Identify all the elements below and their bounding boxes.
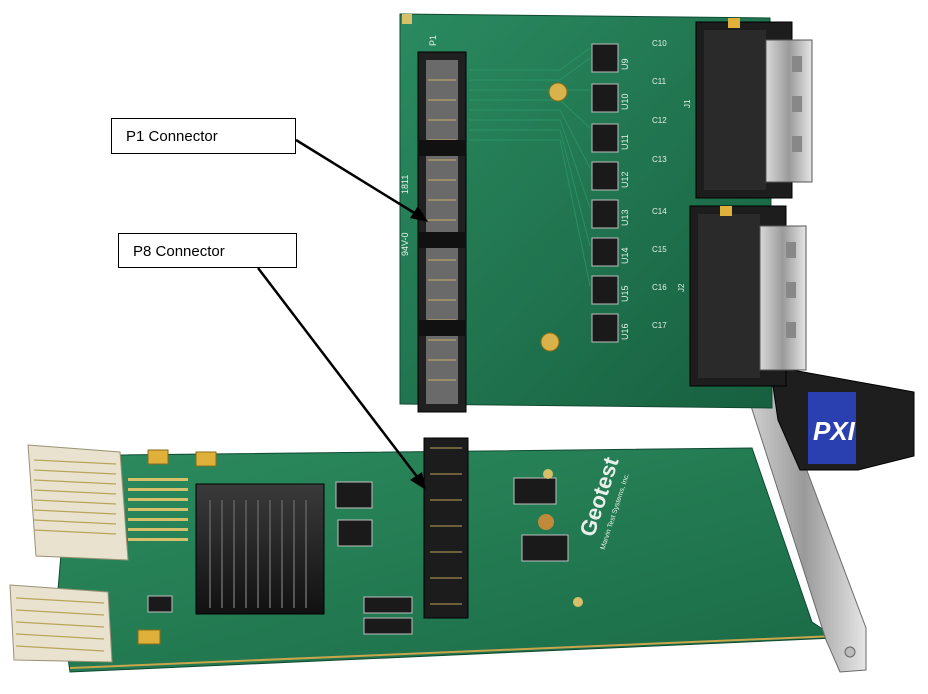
chip-u13: U13 C14 <box>591 199 667 229</box>
j2-label: J2 <box>677 283 686 292</box>
ic-chip <box>147 595 173 613</box>
chip-label: U12 <box>620 171 630 188</box>
mark-box <box>402 14 412 24</box>
chip-label: U13 <box>620 209 630 226</box>
j1-connector: J1 <box>683 18 813 199</box>
j2-connector: J2 <box>677 205 807 387</box>
p1-connector-callout: P1 Connector <box>111 118 296 154</box>
p8-connector-callout: P8 Connector <box>118 233 297 268</box>
chip-u12: U12 C13 <box>591 155 667 191</box>
cap-label: C13 <box>652 155 667 164</box>
ic-chip <box>335 481 373 509</box>
pxi-ejector-handle: PXI <box>769 365 915 471</box>
pxi-label: PXI <box>813 416 856 446</box>
ul-mark: 94V-0 <box>400 232 410 256</box>
chip-u11: U11 C12 <box>591 116 667 153</box>
cap-label: C15 <box>652 245 667 254</box>
mounting-hole <box>543 469 553 479</box>
cap-label: C11 <box>652 77 667 86</box>
cap-label: C10 <box>652 39 667 48</box>
chip-label: U14 <box>620 247 630 264</box>
backplane-connector-lower <box>9 584 113 663</box>
chip-label: U10 <box>620 93 630 110</box>
chip-u14: U14 C15 <box>591 237 667 267</box>
p1-connector <box>417 51 467 413</box>
mezzanine-board: P1 94V-0 1811 <box>399 13 813 413</box>
chip-u9: U9 C10 <box>591 39 667 73</box>
mounting-hole <box>573 597 583 607</box>
mounting-hole <box>538 514 554 530</box>
mounting-hole <box>548 82 568 102</box>
callout-arrow-p8 <box>257 267 426 490</box>
tantalum-cap <box>195 451 217 467</box>
tantalum-cap <box>147 449 169 465</box>
j1-label: J1 <box>683 99 692 108</box>
chip-u10: U10 C11 <box>591 77 667 113</box>
p1-callout-text: P1 Connector <box>126 128 218 145</box>
ic-chip <box>513 477 557 505</box>
ic-chip <box>337 519 373 547</box>
p8-connector <box>423 437 469 619</box>
tantalum-cap <box>137 629 161 645</box>
p1-silk-label: P1 <box>428 35 438 46</box>
smd-pad-array <box>128 478 188 541</box>
p8-callout-text: P8 Connector <box>133 243 225 260</box>
callout-arrow-p1 <box>295 138 428 222</box>
chip-u15: U15 C16 <box>591 275 667 305</box>
cap-label: C16 <box>652 283 667 292</box>
cap-label: C12 <box>652 116 667 125</box>
heatsink <box>195 483 325 615</box>
backplane-connector-upper <box>27 444 129 561</box>
date-code: 1811 <box>400 175 410 194</box>
cap-label: C17 <box>652 321 667 330</box>
ic-chip <box>521 534 569 562</box>
chip-label: U9 <box>620 58 630 70</box>
chip-label: U11 <box>620 134 630 150</box>
ic-chip <box>363 617 413 635</box>
chip-label: U15 <box>620 285 630 302</box>
chip-u16: U16 C17 <box>591 313 667 343</box>
chip-label: U16 <box>620 323 630 340</box>
main-board: Geotest Marvin Test Systems, Inc. PXI <box>9 365 915 673</box>
cap-label: C14 <box>652 207 667 216</box>
ic-chip <box>363 596 413 614</box>
mounting-hole <box>540 332 560 352</box>
